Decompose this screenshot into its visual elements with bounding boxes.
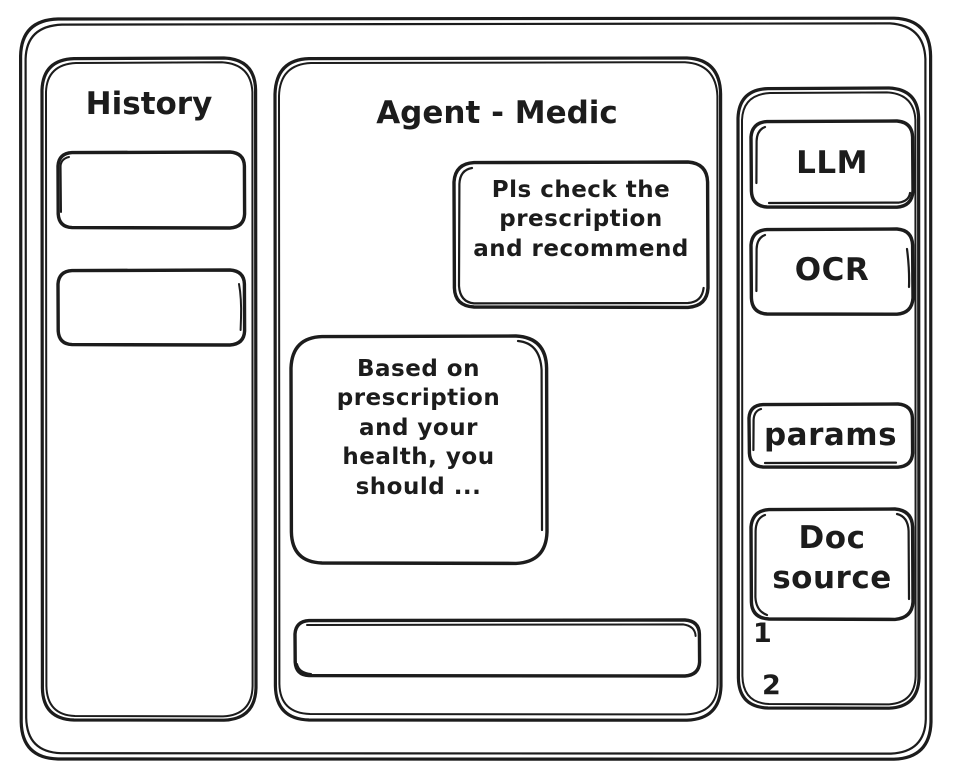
tool-button-label: OCR <box>794 252 870 288</box>
tool-button-label: params <box>763 417 898 453</box>
history-item[interactable] <box>56 150 247 230</box>
doc-source-box[interactable]: Doc source <box>749 507 915 622</box>
history-panel-title: History <box>85 86 213 122</box>
agent-message-text: Based on prescription and your health, y… <box>336 356 501 500</box>
user-message-text: Pls check the prescription and recommend <box>473 177 689 262</box>
doc-source-entry[interactable]: 2 <box>762 670 781 701</box>
tool-button-llm[interactable]: LLM <box>749 119 915 209</box>
history-item[interactable] <box>56 268 247 347</box>
message-input[interactable] <box>293 618 702 678</box>
user-message-bubble: Pls check the prescription and recommend <box>452 160 710 310</box>
page-title: Agent - Medic <box>376 95 618 131</box>
tool-button-ocr[interactable]: OCR <box>749 227 915 316</box>
doc-source-label: Doc source <box>772 520 892 596</box>
tool-button-label: LLM <box>796 145 868 181</box>
tool-button-params[interactable]: params <box>747 402 915 469</box>
agent-message-bubble: Based on prescription and your health, y… <box>288 334 549 566</box>
doc-source-entry[interactable]: 1 <box>753 618 772 649</box>
